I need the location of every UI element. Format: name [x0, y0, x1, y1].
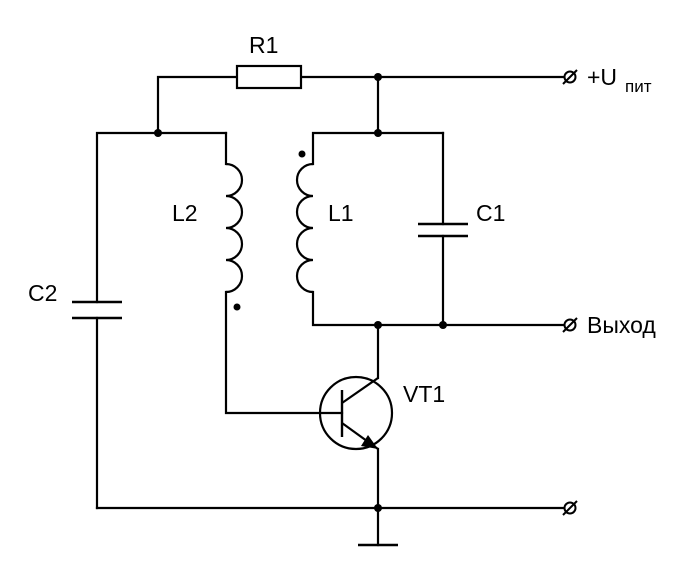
supply-voltage-label: +U: [587, 64, 617, 90]
supply-voltage-subscript: пит: [625, 77, 652, 96]
l2-inductor: [225, 162, 244, 294]
supply-terminal: [562, 69, 578, 85]
supply-rail: [156, 75, 565, 135]
left-branch-wires: [95, 131, 228, 510]
c1-capacitor: [418, 222, 468, 238]
l2-label: L2: [172, 200, 198, 226]
c2-capacitor: [72, 300, 122, 320]
l1-label: L1: [328, 200, 354, 226]
l1-wires: [311, 131, 565, 327]
l1-phase-dot: [298, 150, 306, 158]
vt1-transistor: [318, 323, 394, 547]
output-terminal: [562, 317, 578, 333]
ground-rail: [95, 506, 565, 547]
c2-label: C2: [28, 280, 57, 306]
l2-phase-dot: [233, 303, 241, 311]
ground-terminal: [562, 500, 578, 516]
junction-dots: [154, 73, 447, 512]
r1-resistor: [235, 64, 303, 90]
vt1-label: VT1: [403, 381, 445, 407]
r1-label: R1: [249, 32, 278, 58]
c1-label: C1: [476, 200, 505, 226]
output-label: Выход: [587, 312, 656, 338]
l2-wires: [224, 131, 344, 415]
l1-inductor: [295, 162, 314, 294]
